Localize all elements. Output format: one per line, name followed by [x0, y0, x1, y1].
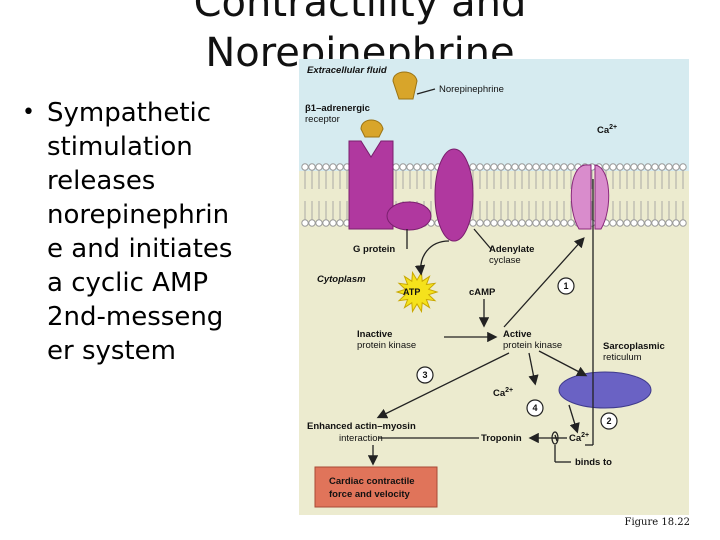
norepinephrine-label: Norepinephrine	[439, 84, 504, 95]
bullet-line-6: a cyclic AMP	[47, 268, 209, 298]
g-protein	[386, 201, 432, 231]
step-markers	[416, 277, 618, 430]
adenylate-label-1: Adenylate	[489, 244, 534, 255]
step-3: 3	[422, 370, 427, 380]
g-protein-label: G protein	[353, 244, 395, 255]
cardiac-label-1: Cardiac contractile	[329, 476, 415, 487]
step-numbers: 1 2 3 4	[422, 281, 611, 426]
bullet-item: • Sympathetic stimulation releases norep…	[22, 96, 287, 368]
bullet-line-5: e and initiates	[47, 234, 233, 264]
enhanced-label-2: interaction	[339, 433, 383, 444]
inactive-kinase-label-1: Inactive	[357, 329, 392, 340]
figure-caption: Figure 18.22	[624, 517, 690, 528]
bullet-line-3: releases	[47, 166, 156, 196]
norepinephrine-icon	[392, 71, 418, 100]
extracellular-label: Extracellular fluid	[307, 65, 387, 76]
enhanced-label-1: Enhanced actin–myosin	[307, 421, 416, 432]
ca-top-label: Ca2+	[597, 124, 617, 136]
receptor-label-2: receptor	[305, 114, 340, 125]
active-kinase-label-1: Active	[503, 329, 532, 340]
title-line-1: Contractility and	[193, 0, 527, 26]
atp-label: ATP	[403, 287, 420, 297]
receptor-label-1: β1–adrenergic	[305, 103, 370, 114]
ca-right-label: Ca2+	[569, 432, 589, 444]
step-2: 2	[606, 416, 611, 426]
beta1-receptor	[348, 119, 394, 230]
pathway-arrows	[367, 88, 594, 466]
bullet-line-1: Sympathetic	[47, 98, 212, 128]
signaling-diagram: Extracellular fluid Norepinephrine β1–ad…	[299, 59, 689, 515]
cytoplasm-label: Cytoplasm	[317, 274, 366, 285]
diagram-labels: Extracellular fluid Norepinephrine β1–ad…	[305, 65, 665, 500]
bullet-line-8: er system	[47, 336, 176, 366]
calcium-channel	[570, 164, 610, 230]
troponin-binding-symbol	[551, 431, 559, 445]
active-kinase-label-2: protein kinase	[503, 340, 562, 351]
bullet-line-2: stimulation	[47, 132, 193, 162]
atp-starburst-icon	[395, 270, 439, 314]
cardiac-label-2: force and velocity	[329, 489, 410, 500]
bullet-dot-icon: •	[22, 100, 35, 125]
camp-label: cAMP	[469, 287, 496, 298]
ca-mid-label: Ca2+	[493, 387, 513, 399]
slide-title: Contractility and Norepinephrine	[0, 0, 720, 86]
cardiac-result-box	[314, 466, 438, 508]
step-4: 4	[532, 403, 537, 413]
adenylate-label-2: cyclase	[489, 255, 521, 266]
step-1: 1	[563, 281, 568, 291]
bullet-list: • Sympathetic stimulation releases norep…	[22, 96, 287, 368]
sarcoplasmic-label-1: Sarcoplasmic	[603, 341, 665, 352]
binds-to-label: binds to	[575, 457, 612, 468]
bullet-line-4: norepinephrin	[47, 200, 230, 230]
sarcoplasmic-reticulum	[558, 371, 652, 409]
adenylate-cyclase	[434, 148, 474, 242]
troponin-label: Troponin	[481, 433, 522, 444]
sarcoplasmic-label-2: reticulum	[603, 352, 642, 363]
bullet-line-7: 2nd-messeng	[47, 302, 224, 332]
inactive-kinase-label-2: protein kinase	[357, 340, 416, 351]
